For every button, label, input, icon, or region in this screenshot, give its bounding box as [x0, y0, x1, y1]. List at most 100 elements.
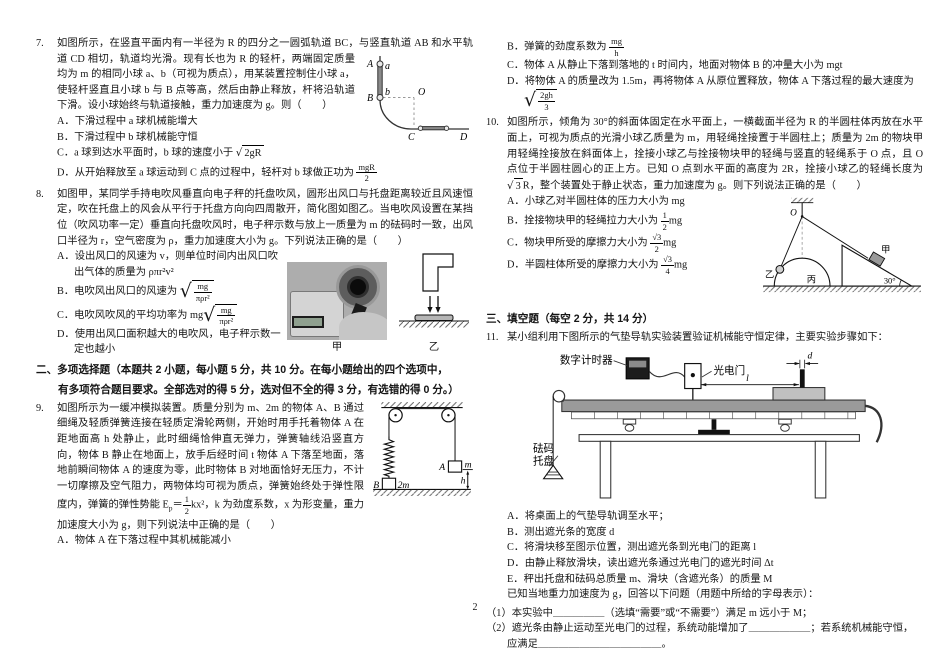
q8-option-b-text: B．电吹风出风口的风速为 — [57, 286, 180, 298]
q11-blank2: （2）遮光条由静止运动至光电门的过程，系统动能增加了＿＿＿＿＿＿；若系统机械能守… — [486, 621, 923, 652]
q11-pulley — [552, 389, 566, 403]
q11-blank3-post: 。 — [661, 638, 672, 650]
q10-stem-end: ，整个装置处于静止状态，重力加速度为 g。则下列说法正确的是（ ） — [529, 180, 867, 192]
q9-option-a: A．物体 A 在下落过程中其机械能减小 — [57, 535, 231, 547]
q10-ball-yi — [775, 265, 785, 275]
q10-option-a: A．小球乙对半圆柱体的压力大小为 mg — [507, 196, 685, 208]
q10-label-angle: 30° — [884, 277, 896, 286]
q8-number: 8. — [36, 188, 44, 200]
q11-shutter — [799, 368, 805, 388]
q11-blank2-line: ＿＿＿＿＿＿ — [748, 623, 811, 635]
q7-option-c-text: C．a 球到达水平面时，b 球的速度小于 — [57, 147, 236, 159]
q10-figure: O 乙 丙 甲 30° — [737, 196, 923, 306]
q11-gate-pointer — [701, 370, 712, 377]
q10-incline-diagram: O 乙 丙 甲 30° — [763, 198, 921, 293]
q7-floor-rod — [419, 125, 447, 130]
q11-step-a: A．将桌面上的气垫导轨调至水平； — [507, 511, 669, 523]
q11-label-timer: 数字计时器 — [560, 353, 613, 366]
q9-label-m: m — [465, 459, 472, 470]
q11-airtrack-diagram: 数字计时器 光电门 d l 砝码 托盘 — [533, 350, 883, 499]
q10-option-d-suffix: mg — [674, 259, 688, 271]
q7-label-b: b — [385, 87, 390, 98]
q8-option-c-text: C．电吹风吹风的平均功率为 mg — [57, 309, 204, 321]
left-column: 7. 如图所示，在竖直平面内有一半径为 R 的四分之一圆弧轨道 BC，与竖直轨道… — [36, 36, 473, 653]
q10-stem: 如图所示，倾角为 30°的斜面体固定在水平面上，一横截面半径为 R 的半圆柱体丙… — [507, 115, 923, 194]
q7-number: 7. — [36, 38, 44, 49]
q8-hairdryer-outline — [422, 253, 454, 292]
q10-label-jia: 甲 — [881, 245, 890, 256]
q7-ball-b — [376, 93, 384, 101]
q7-track-diagram: A a B b O C D — [366, 55, 469, 143]
q7-label-a: a — [385, 61, 390, 72]
q9-stem-end: kx²，k 为劲度系数，x 为形变量，重力加速度大小为 g，则下列说法中正确的是… — [57, 499, 365, 531]
q11-center-stand-base — [698, 429, 730, 434]
page-number: 2 — [472, 602, 478, 613]
q11-number: 11. — [486, 332, 499, 343]
q10-block-jia — [868, 251, 886, 268]
q9-h-arrowhead-top — [466, 470, 470, 475]
q8-air-arrowhead-left — [427, 307, 433, 314]
q10-options: O 乙 丙 甲 30° A．小球乙对半圆柱体的压力大小为 mg B．拴接物块甲的… — [507, 194, 923, 293]
q9-figure: B 2m A m h — [371, 401, 473, 532]
question-11: 11. 某小组利用下图所示的气垫导轨实验装置验证机械能守恒定律，主要实验步骤如下… — [486, 330, 923, 603]
q7-label-C: C — [408, 132, 415, 143]
q7-stem-rest: CD 相切，轨道均光滑。现有长也为 R 的轻杆，两端固定质量均为 m 的相同小球… — [57, 53, 355, 112]
q10-label-yi: 乙 — [765, 270, 774, 281]
q10-sqrt3-suffix: R — [522, 180, 530, 192]
q11-label-gate: 光电门 — [713, 364, 745, 377]
q11-intro: 某小组利用下图所示的气垫导轨实验装置验证机械能守恒定律，主要实验步骤如下： — [507, 332, 888, 343]
q7-optC-sqrt: √2gR — [236, 145, 264, 162]
q9-block-B — [381, 477, 397, 490]
q7-arc-track — [379, 99, 412, 130]
q9-option-d: D．将物体 A 的质量改为 1.5m，再将物体 A 从原位置释放，物体 A 下落… — [507, 74, 923, 113]
q7-stem: 如图所示，在竖直平面内有一半径为 R 的四分之一圆弧轨道 BC，与竖直轨道 AB… — [57, 36, 473, 143]
q7-label-A: A — [366, 59, 374, 70]
question-7: 7. 如图所示，在竖直平面内有一半径为 R 的四分之一圆弧轨道 BC，与竖直轨道… — [36, 36, 473, 184]
q11-slider — [772, 386, 826, 401]
q9-stem-rest: 通过细绳及轻质弹簧连接在轻质定滑轮两侧，开始时用手托着物体 A 在距地面高 h … — [57, 402, 365, 511]
q11-photogate-sensor — [690, 372, 695, 377]
q9-block-A — [447, 460, 463, 473]
q11-center-stand — [711, 418, 717, 430]
q9-label-2m: 2m — [398, 480, 410, 491]
q9-option-b-text: B．弹簧的劲度系数为 — [507, 41, 610, 53]
q7-label-D: D — [459, 132, 468, 143]
q9-number: 9. — [36, 402, 44, 414]
q8-ground-hatch — [399, 321, 469, 328]
q11-d-arrowhead-right — [804, 361, 810, 365]
q7-option-c: C．a 球到达水平面时，b 球的速度小于 √2gR — [57, 145, 473, 162]
q8-options: 甲 — [57, 249, 473, 358]
q11-label-d: d — [808, 350, 813, 361]
section-fill-blank: 三、填空题（每空 2 分，共 14 分） — [486, 313, 654, 325]
q9-ceiling-hatch — [381, 401, 463, 407]
q10-number: 10. — [486, 117, 499, 129]
q7-label-O: O — [418, 87, 425, 98]
q11-d-arrowhead-left — [794, 361, 800, 365]
q7-figure: A a B b O C D — [361, 53, 473, 149]
question-8: 8. 如图甲，某同学手持电吹风垂直向电子秤的托盘吹风，圆形出风口与托盘距离较近且… — [36, 187, 473, 358]
q11-table-leg-left — [599, 440, 612, 499]
q11-known: 已知当地重力加速度为 g，回答以下问题（用题中所给的字母表示）： — [507, 589, 819, 601]
q9-equals: ＝ — [172, 499, 183, 511]
q8-air-arrowhead-right — [435, 307, 441, 314]
q9-option-d-text: D．将物体 A 的质量改为 1.5m，再将物体 A 从原位置释放，物体 A 下落… — [507, 75, 914, 87]
q9-label-h: h — [461, 475, 466, 486]
q10-label-O: O — [790, 209, 797, 219]
q10-ceiling-hatch — [791, 198, 814, 203]
q10-ground-hatch — [763, 286, 921, 293]
q11-label-tray1: 砝码 — [533, 441, 554, 454]
q11-timer-wire — [648, 370, 686, 378]
q11-step-b: B．测出遮光条的宽度 d — [507, 526, 615, 538]
q8-diagram-yi: 乙 — [397, 250, 471, 354]
q9-ground-hatch — [373, 489, 471, 496]
q10-option-c-suffix: mg — [663, 237, 677, 249]
q8-tray — [414, 314, 454, 322]
